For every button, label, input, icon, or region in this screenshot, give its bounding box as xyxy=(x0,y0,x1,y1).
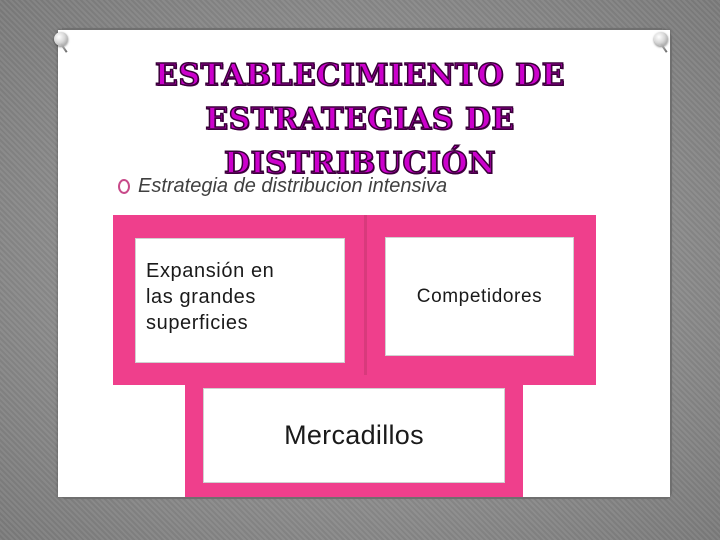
box-mercadillos-text: Mercadillos xyxy=(284,420,424,450)
pushpin-icon xyxy=(54,32,68,46)
box-mercadillos xyxy=(203,388,505,483)
bullet-text: Estrategia de distribucion intensiva xyxy=(138,175,448,197)
bullet-item: Estrategia de distribucion intensiva xyxy=(118,175,598,198)
title-line: ESTABLECIMIENTO DE xyxy=(154,57,566,94)
box-competidores xyxy=(385,237,574,356)
box-expansion-line: Expansión en xyxy=(146,260,275,282)
box-competidores-text: Competidores xyxy=(416,286,543,307)
slide-edge-bottom xyxy=(64,497,668,499)
slide-edge-top xyxy=(62,28,662,30)
box-expansion xyxy=(135,238,345,363)
slide-edge-right xyxy=(670,36,672,494)
box-expansion-line: las grandes xyxy=(146,286,256,308)
title-line: DISTRIBUCIÓN xyxy=(223,145,496,182)
box-expansion-text: Expansión en las grandes superficies xyxy=(146,258,274,336)
box-expansion-line: superficies xyxy=(146,312,249,334)
slide-title: ESTABLECIMIENTO DE ESTRATEGIAS DE DISTRI… xyxy=(130,54,590,186)
title-line: ESTRATEGIAS DE xyxy=(204,101,515,138)
pushpin-icon xyxy=(654,32,668,46)
frame-divider xyxy=(364,215,367,375)
bullet-icon xyxy=(118,179,130,194)
